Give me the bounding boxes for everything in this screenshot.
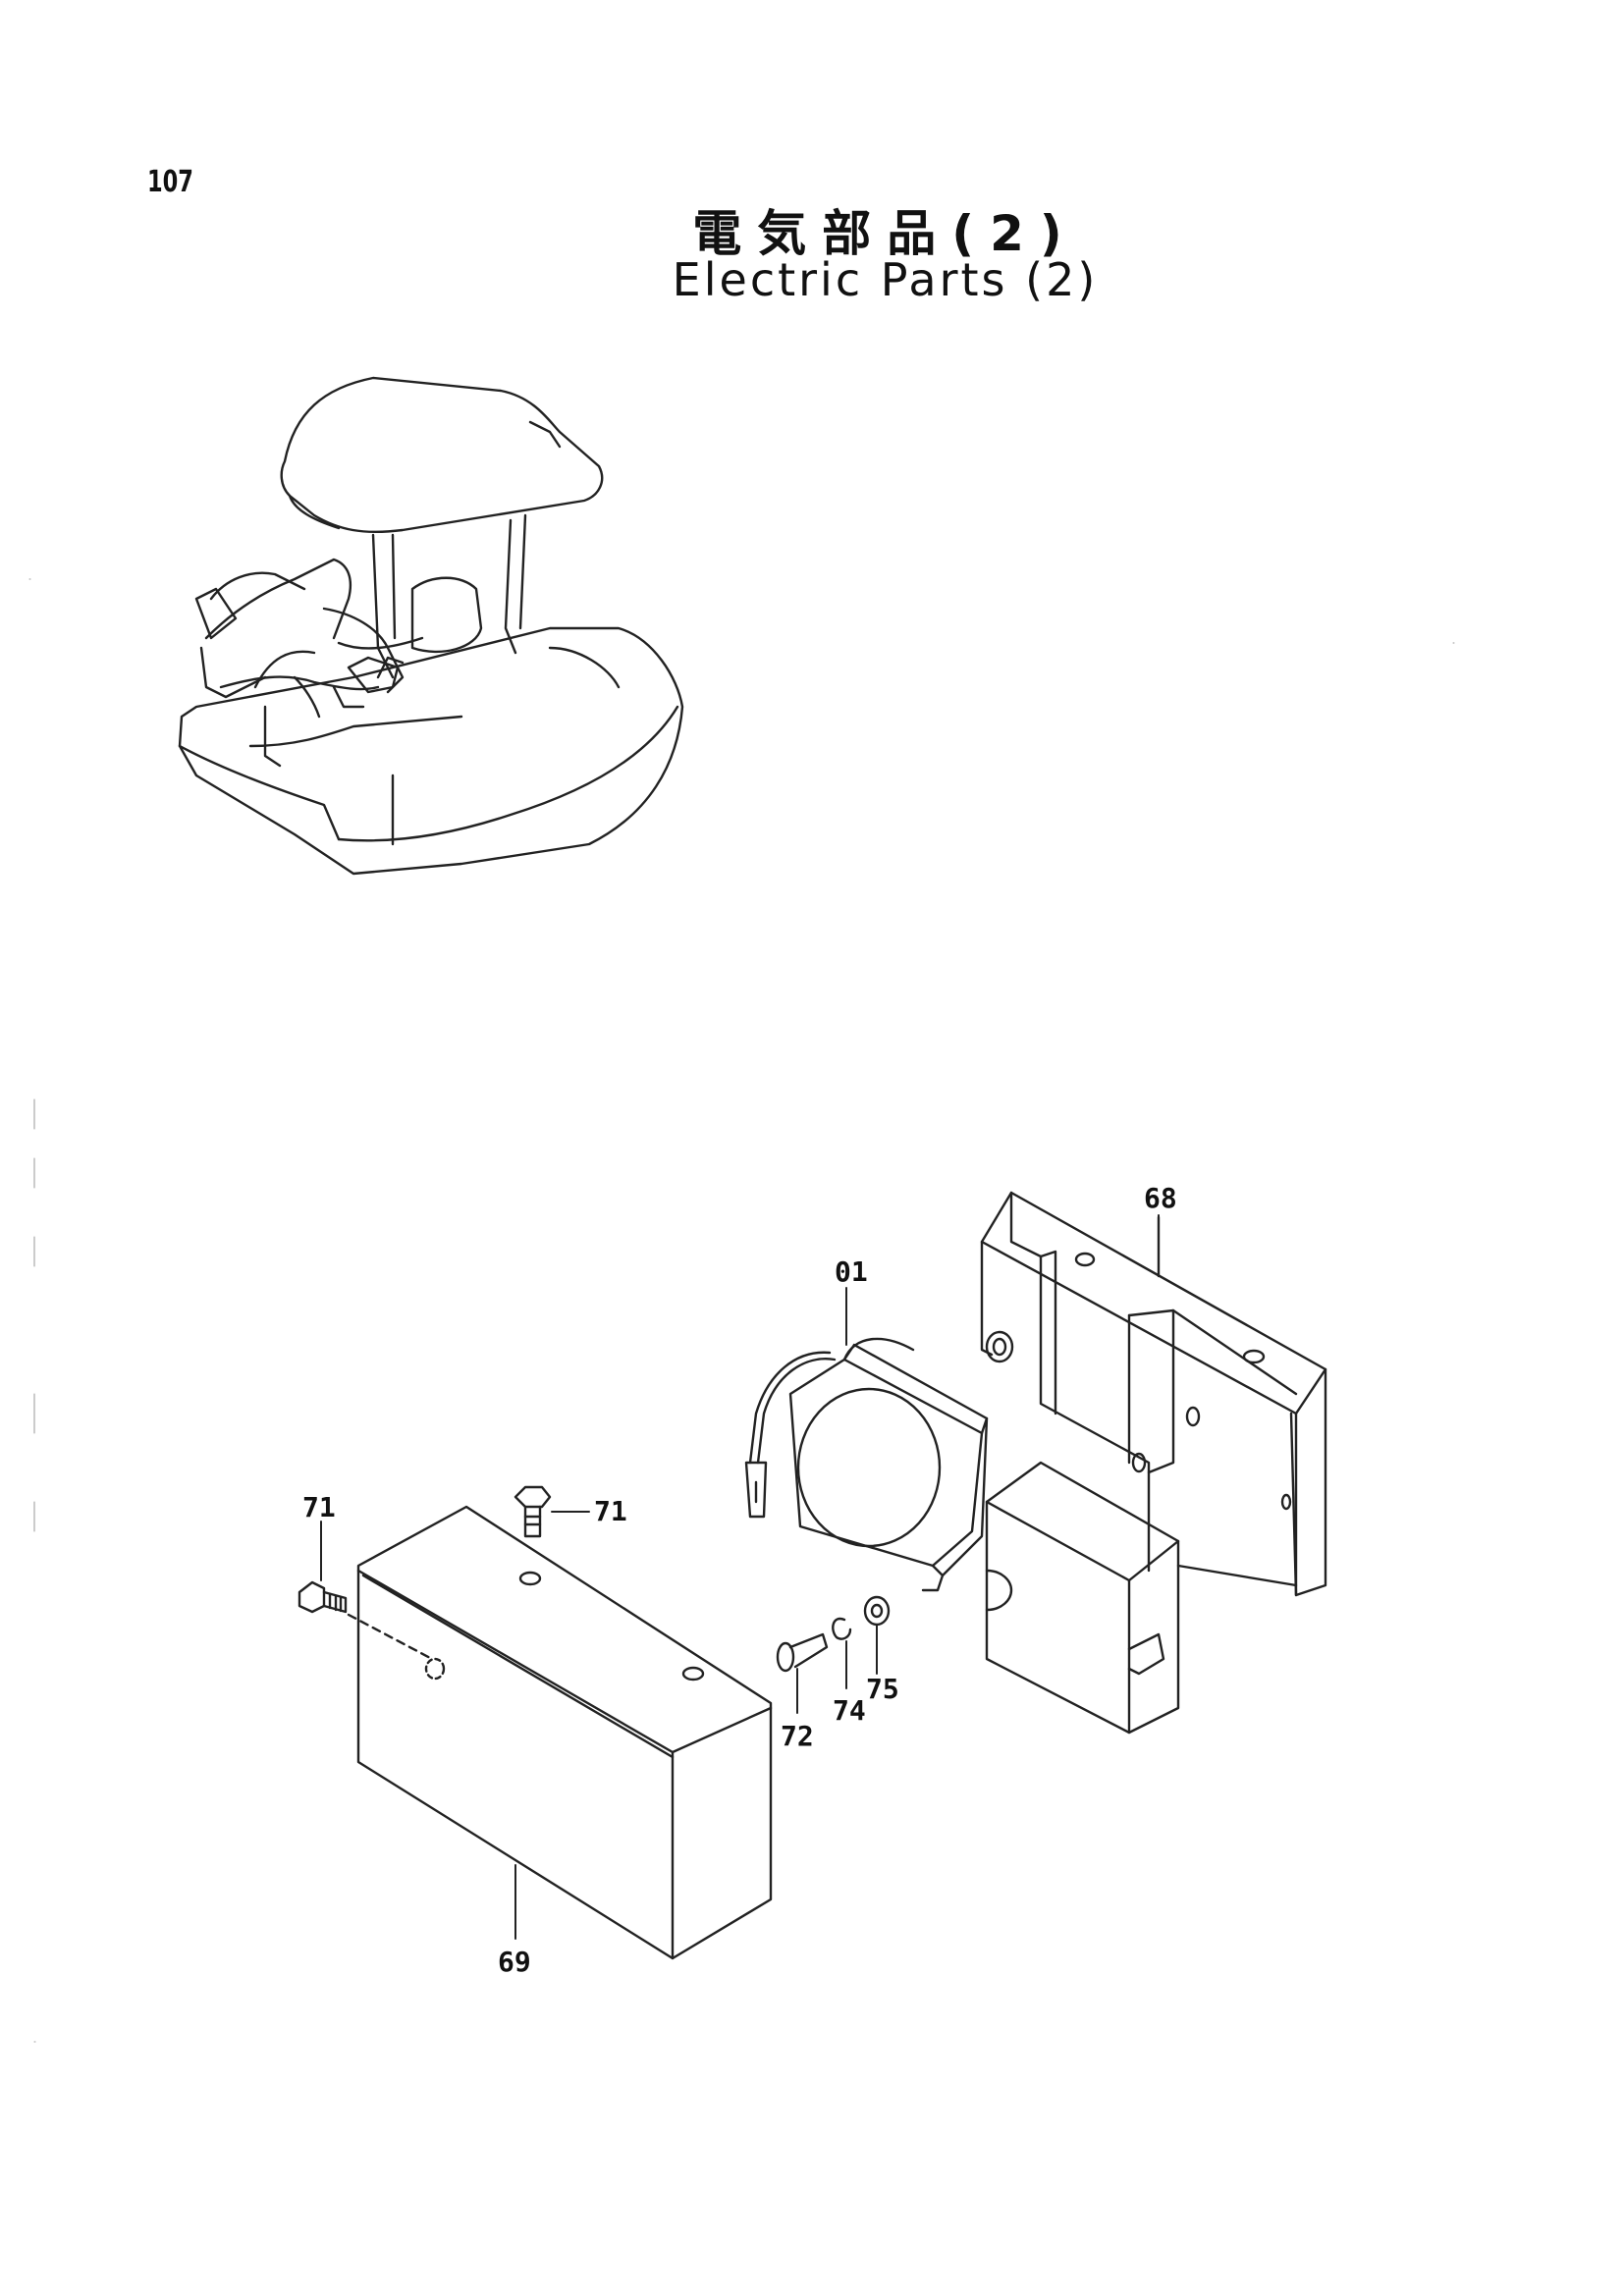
foam-block [985,1461,1180,1735]
part-label-69: 69 [498,1946,531,1978]
part-labels: 01 68 69 71 71 72 74 75 [302,1182,1177,1978]
part-75-washer [863,1595,891,1627]
machine-overview-illustration [178,376,684,876]
part-label-01: 01 [835,1255,868,1288]
part-68-bracket [980,1191,1327,1597]
part-label-68: 68 [1144,1182,1177,1214]
part-label-72: 72 [781,1720,814,1752]
leader-lines [320,1214,1160,1940]
scan-marks [28,578,1455,2043]
part-label-74: 74 [833,1694,866,1727]
part-label-71-top: 71 [594,1495,627,1527]
part-01-alarm-device [744,1337,989,1592]
part-72-bolt [776,1632,829,1673]
title-english: Electric Parts (2) [672,253,1099,306]
part-label-71-left: 71 [302,1491,336,1523]
page-number: 107 [147,165,193,199]
part-label-75: 75 [866,1673,899,1705]
title-japanese: 電気部品(2) [692,205,1078,262]
part-74-washer [832,1617,852,1640]
part-71-bolt-left [298,1580,434,1661]
part-69-cover-box [356,1505,773,1960]
part-71-bolt-top [514,1485,552,1538]
